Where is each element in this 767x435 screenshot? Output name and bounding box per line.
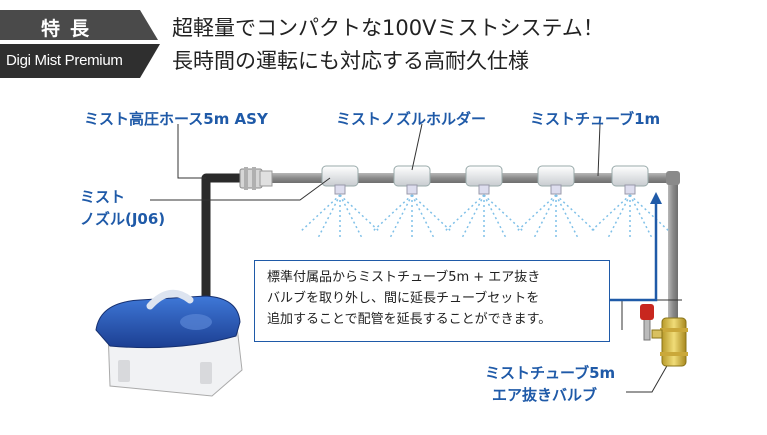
label-nozzle-line-1: ミスト — [80, 188, 126, 206]
nozzle-holder-1 — [321, 165, 359, 195]
feature-badge — [0, 10, 160, 78]
label-nozzle-line-2: ノズル(J06) — [80, 210, 166, 228]
mist-tube-horizontal — [246, 173, 676, 183]
note-line-1: 標準付属品からミストチューブ5m + エア抜き — [267, 270, 541, 285]
headline-line-1: 超軽量でコンパクトな100Vミストシステム！ — [172, 16, 604, 40]
hose-connector — [239, 167, 273, 190]
label-high-pressure-hose: ミスト高圧ホース5m ASY — [84, 110, 268, 128]
label-nozzle-holder: ミストノズルホルダー — [336, 110, 487, 128]
mist-spray-group — [299, 194, 671, 240]
note-line-2: バルブを取り外し、間に延長チューブセットを — [267, 291, 540, 306]
pump-unit — [95, 289, 243, 397]
nozzle-holder-4 — [537, 165, 575, 195]
nozzle-holders — [321, 165, 649, 195]
label-mist-tube-5m: ミストチューブ5m — [485, 364, 616, 382]
callout-arrow — [610, 200, 658, 302]
extension-note-box: 標準付属品からミストチューブ5m + エア抜き バルブを取り外し、間に延長チュー… — [254, 260, 610, 342]
badge-top-shape — [0, 10, 158, 40]
leader-lines — [150, 123, 682, 393]
label-air-bleed-valve: エア抜きバルブ — [492, 386, 598, 404]
headline-line-2: 長時間の運転にも対応する高耐久仕様 — [172, 49, 529, 73]
note-line-3: 追加することで配管を延長することができます。 — [267, 312, 552, 327]
nozzle-holder-3 — [465, 165, 503, 195]
mist-tube-corner — [666, 171, 680, 185]
badge-bottom-shape — [0, 44, 160, 78]
badge-title: 特長 — [40, 18, 99, 40]
nozzle-holder-5 — [611, 165, 649, 195]
air-bleed-valve — [640, 304, 688, 367]
badge-subtitle: Digi Mist Premium — [6, 52, 123, 69]
nozzle-holder-2 — [393, 165, 431, 195]
callout-arrow-head — [650, 192, 662, 204]
label-mist-tube-1m: ミストチューブ1m — [530, 110, 661, 128]
mist-tube-vertical — [668, 173, 678, 323]
